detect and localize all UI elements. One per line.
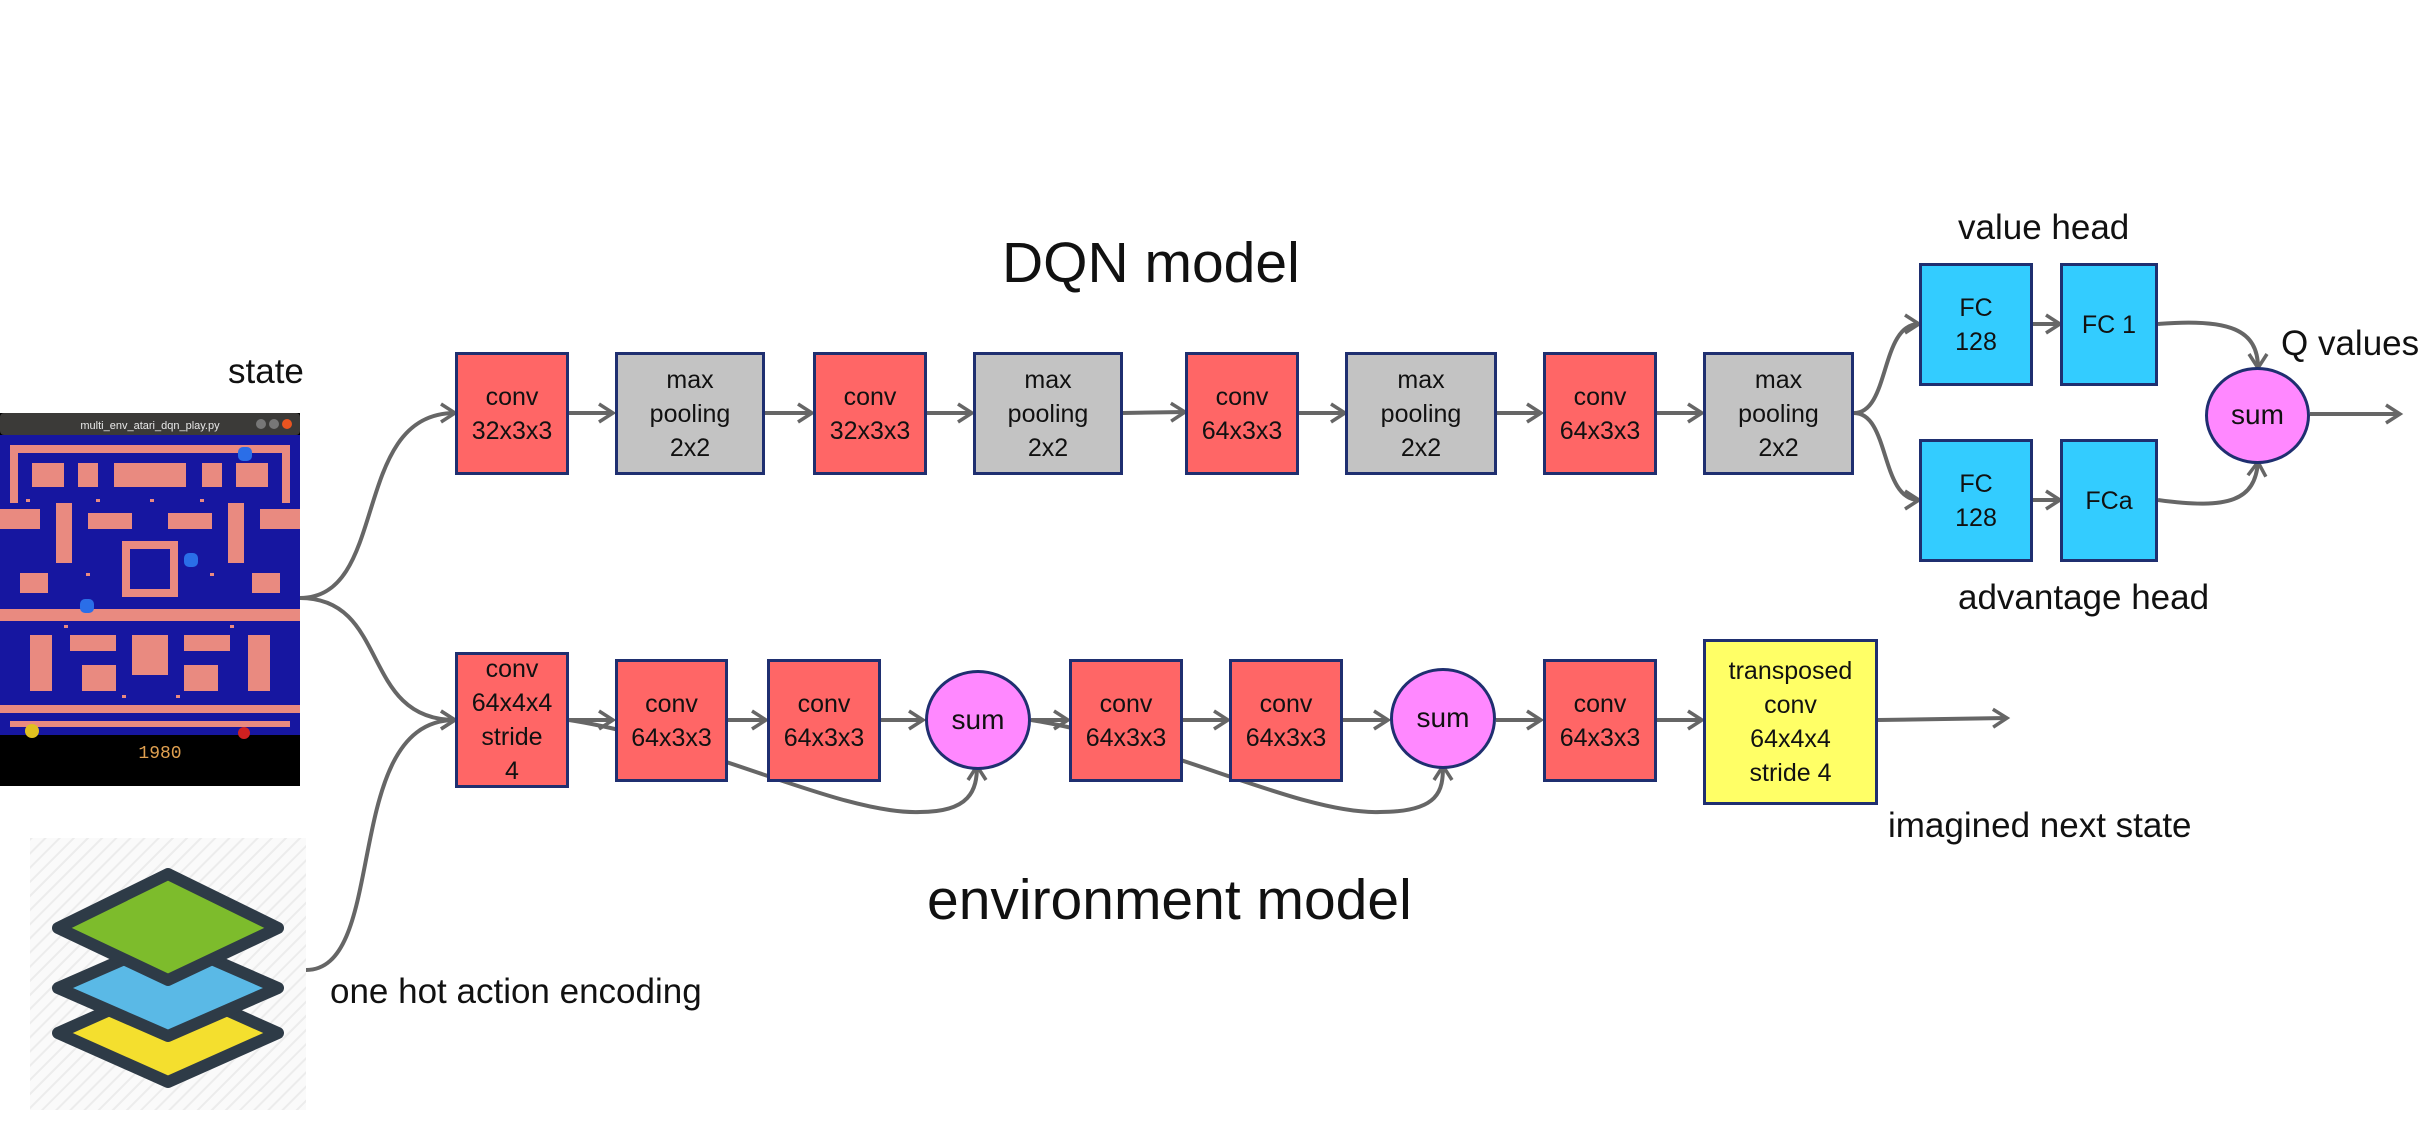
- one-hot-action-label: one hot action encoding: [330, 972, 702, 1011]
- env-transposed-conv: transposed conv 64x4x4 stride 4: [1703, 639, 1878, 805]
- value-head-label: value head: [1958, 208, 2130, 247]
- dqn-maxpool-4: max pooling 2x2: [1703, 352, 1854, 475]
- advantage-head-label: advantage head: [1958, 578, 2210, 617]
- dqn-maxpool-1: max pooling 2x2: [615, 352, 765, 475]
- window-title: multi_env_atari_dqn_play.py: [80, 420, 220, 432]
- env-sum-2: sum: [1390, 668, 1496, 769]
- dqn-maxpool-3: max pooling 2x2: [1345, 352, 1497, 475]
- dqn-conv-1: conv 32x3x3: [455, 352, 569, 475]
- environment-model-title: environment model: [927, 868, 1412, 932]
- game-score: 1980: [138, 744, 181, 764]
- dqn-conv-4: conv 64x3x3: [1543, 352, 1657, 475]
- dqn-conv-2: conv 32x3x3: [813, 352, 927, 475]
- arrow-state-to-env: [299, 596, 459, 731]
- imagined-next-state-label: imagined next state: [1888, 806, 2192, 845]
- arrow-imagined-state: [1877, 707, 2011, 729]
- arrow-to-advantage-head: [1853, 411, 1923, 511]
- env-conv-6: conv 64x3x3: [1543, 659, 1657, 782]
- game-screenshot: multi_env_atari_dqn_play.py: [0, 413, 300, 786]
- env-conv-3: conv 64x3x3: [767, 659, 881, 782]
- env-conv-2: conv 64x3x3: [615, 659, 728, 782]
- dqn-maxpool-2: max pooling 2x2: [973, 352, 1123, 475]
- q-values-label: Q values: [2281, 324, 2420, 363]
- env-conv-stride4: conv 64x4x4 stride 4: [455, 652, 569, 788]
- arrow-fc1-sum: [2157, 320, 2269, 372]
- arrow-to-value-head: [1853, 313, 1923, 415]
- env-conv-4: conv 64x3x3: [1069, 659, 1183, 782]
- dqn-conv-3: conv 64x3x3: [1185, 352, 1299, 475]
- arrow-dqn-4: [1122, 401, 1189, 423]
- env-conv-5: conv 64x3x3: [1229, 659, 1343, 782]
- advantage-fc-a: FCa: [2060, 439, 2158, 562]
- q-sum-node: sum: [2205, 367, 2310, 464]
- dqn-model-title: DQN model: [1002, 231, 1300, 295]
- env-sum-1: sum: [925, 670, 1031, 770]
- arrow-action-to-env: [305, 709, 459, 972]
- advantage-fc-128: FC 128: [1919, 439, 2033, 562]
- layers-icon: [30, 838, 306, 1110]
- state-label: state: [228, 352, 304, 391]
- value-fc-128: FC 128: [1919, 263, 2033, 386]
- close-icon: [282, 419, 292, 429]
- arrow-state-to-dqn: [299, 402, 459, 600]
- value-fc-1: FC 1: [2060, 263, 2158, 386]
- arrow-fca-sum: [2157, 458, 2268, 506]
